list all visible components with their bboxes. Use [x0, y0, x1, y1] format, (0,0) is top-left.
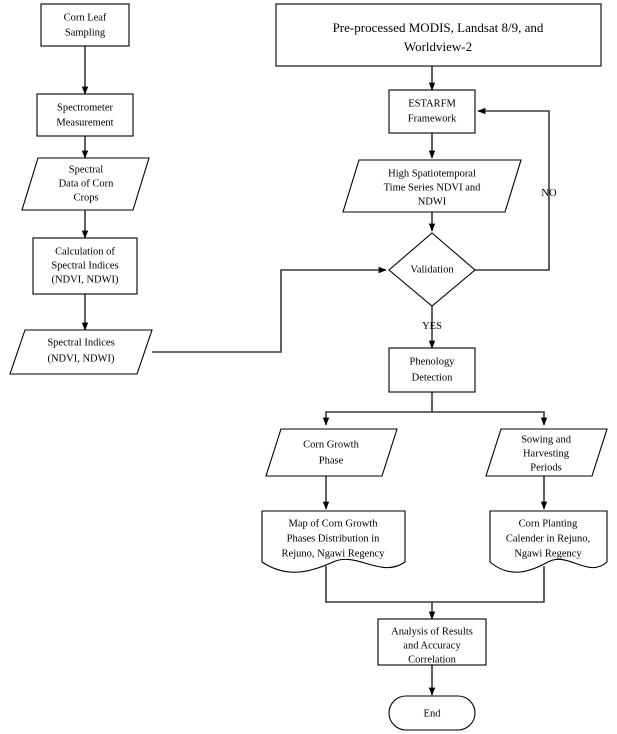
label-high-spatiotemporal-line1: High Spatiotemporal — [388, 168, 476, 179]
label-map-line3: Rejuno, Ngawi Regency — [282, 548, 386, 559]
label-sowing-periods-line1: Sowing and — [521, 434, 572, 445]
label-preprocessed-line1: Pre-processed MODIS, Landsat 8/9, and — [333, 20, 544, 35]
node-sowing-harvesting-periods — [485, 428, 608, 477]
label-analysis-line1: Analysis of Results — [391, 626, 473, 637]
node-preprocessed-imagery — [275, 3, 602, 67]
label-calender-line2: Calender in Rejuno, — [506, 533, 590, 544]
node-calculation-of-spectral-indices — [32, 237, 138, 295]
connector-phenology-split-right — [432, 411, 548, 426]
label-high-spatiotemporal-line2: Time Series NDVI and — [384, 182, 481, 193]
node-corn-planting-calender — [489, 510, 608, 573]
node-spectral-indices — [9, 329, 153, 375]
label-corn-growth-phase-line2: Phase — [319, 455, 344, 466]
node-phenology-detection — [388, 347, 476, 393]
connector-spectral-indices-to-validation — [152, 266, 387, 353]
node-corn-leaf-sampling — [40, 3, 130, 47]
node-estarfm-framework — [388, 89, 476, 134]
label-phenology-line2: Detection — [412, 372, 454, 383]
label-analysis-line2: and Accuracy — [403, 640, 461, 651]
label-validation: Validation — [410, 264, 454, 275]
node-spectrometer-measurement — [36, 93, 134, 137]
label-corn-growth-phase-line1: Corn Growth — [303, 439, 359, 450]
label-preprocessed-line2: Worldview-2 — [404, 39, 472, 54]
label-spectral-indices-line1: Spectral Indices — [47, 337, 114, 348]
edge-label-no: NO — [541, 188, 557, 199]
label-spectral-data-line2: Data of Corn — [59, 178, 115, 189]
label-end: End — [424, 708, 442, 719]
node-analysis-of-results — [377, 618, 487, 666]
label-calculation-line3: (NDVI, NDWI) — [51, 274, 119, 285]
label-phenology-line1: Phenology — [410, 356, 456, 367]
node-validation-decision — [388, 232, 476, 307]
label-sowing-periods-line2: Harvesting — [523, 448, 570, 459]
label-calender-line1: Corn Planting — [519, 518, 578, 529]
edge-label-yes: YES — [422, 321, 442, 332]
label-corn-leaf-sampling-line2: Sampling — [65, 27, 106, 38]
label-estarfm-line2: Framework — [408, 113, 457, 124]
connector-phenology-split — [322, 392, 433, 426]
connector-map-to-join — [325, 566, 436, 620]
label-high-spatiotemporal-line3: NDWI — [418, 196, 447, 207]
label-analysis-line3: Correlation — [408, 654, 457, 665]
label-spectrometer-measurement-line2: Measurement — [56, 117, 113, 128]
label-estarfm-line1: ESTARFM — [408, 98, 456, 109]
connector-validation-no-loop — [475, 107, 550, 271]
label-calculation-line1: Calculation of — [55, 246, 115, 257]
node-corn-growth-phase — [265, 428, 398, 477]
node-end-terminator — [388, 695, 476, 731]
label-spectral-indices-line2: (NDVI, NDWI) — [47, 353, 115, 364]
label-map-line2: Phases Distribution in — [287, 533, 381, 544]
label-calender-line3: Ngawi Regency — [514, 548, 582, 559]
label-calculation-line2: Spectral Indices — [51, 260, 118, 271]
node-map-of-corn-growth-phases — [261, 510, 406, 573]
label-spectral-data-line3: Crops — [73, 192, 98, 203]
label-spectral-data-line1: Spectral — [69, 164, 103, 175]
connector-calender-to-join — [432, 566, 545, 603]
label-corn-leaf-sampling-line1: Corn Leaf — [64, 12, 107, 23]
node-spectral-data-of-corn-crops — [21, 157, 150, 211]
label-map-line1: Map of Corn Growth — [289, 518, 379, 529]
node-high-spatiotemporal-ndvi-ndwi — [342, 159, 522, 213]
label-sowing-periods-line3: Periods — [530, 462, 562, 473]
label-spectrometer-measurement-line1: Spectrometer — [57, 102, 113, 113]
